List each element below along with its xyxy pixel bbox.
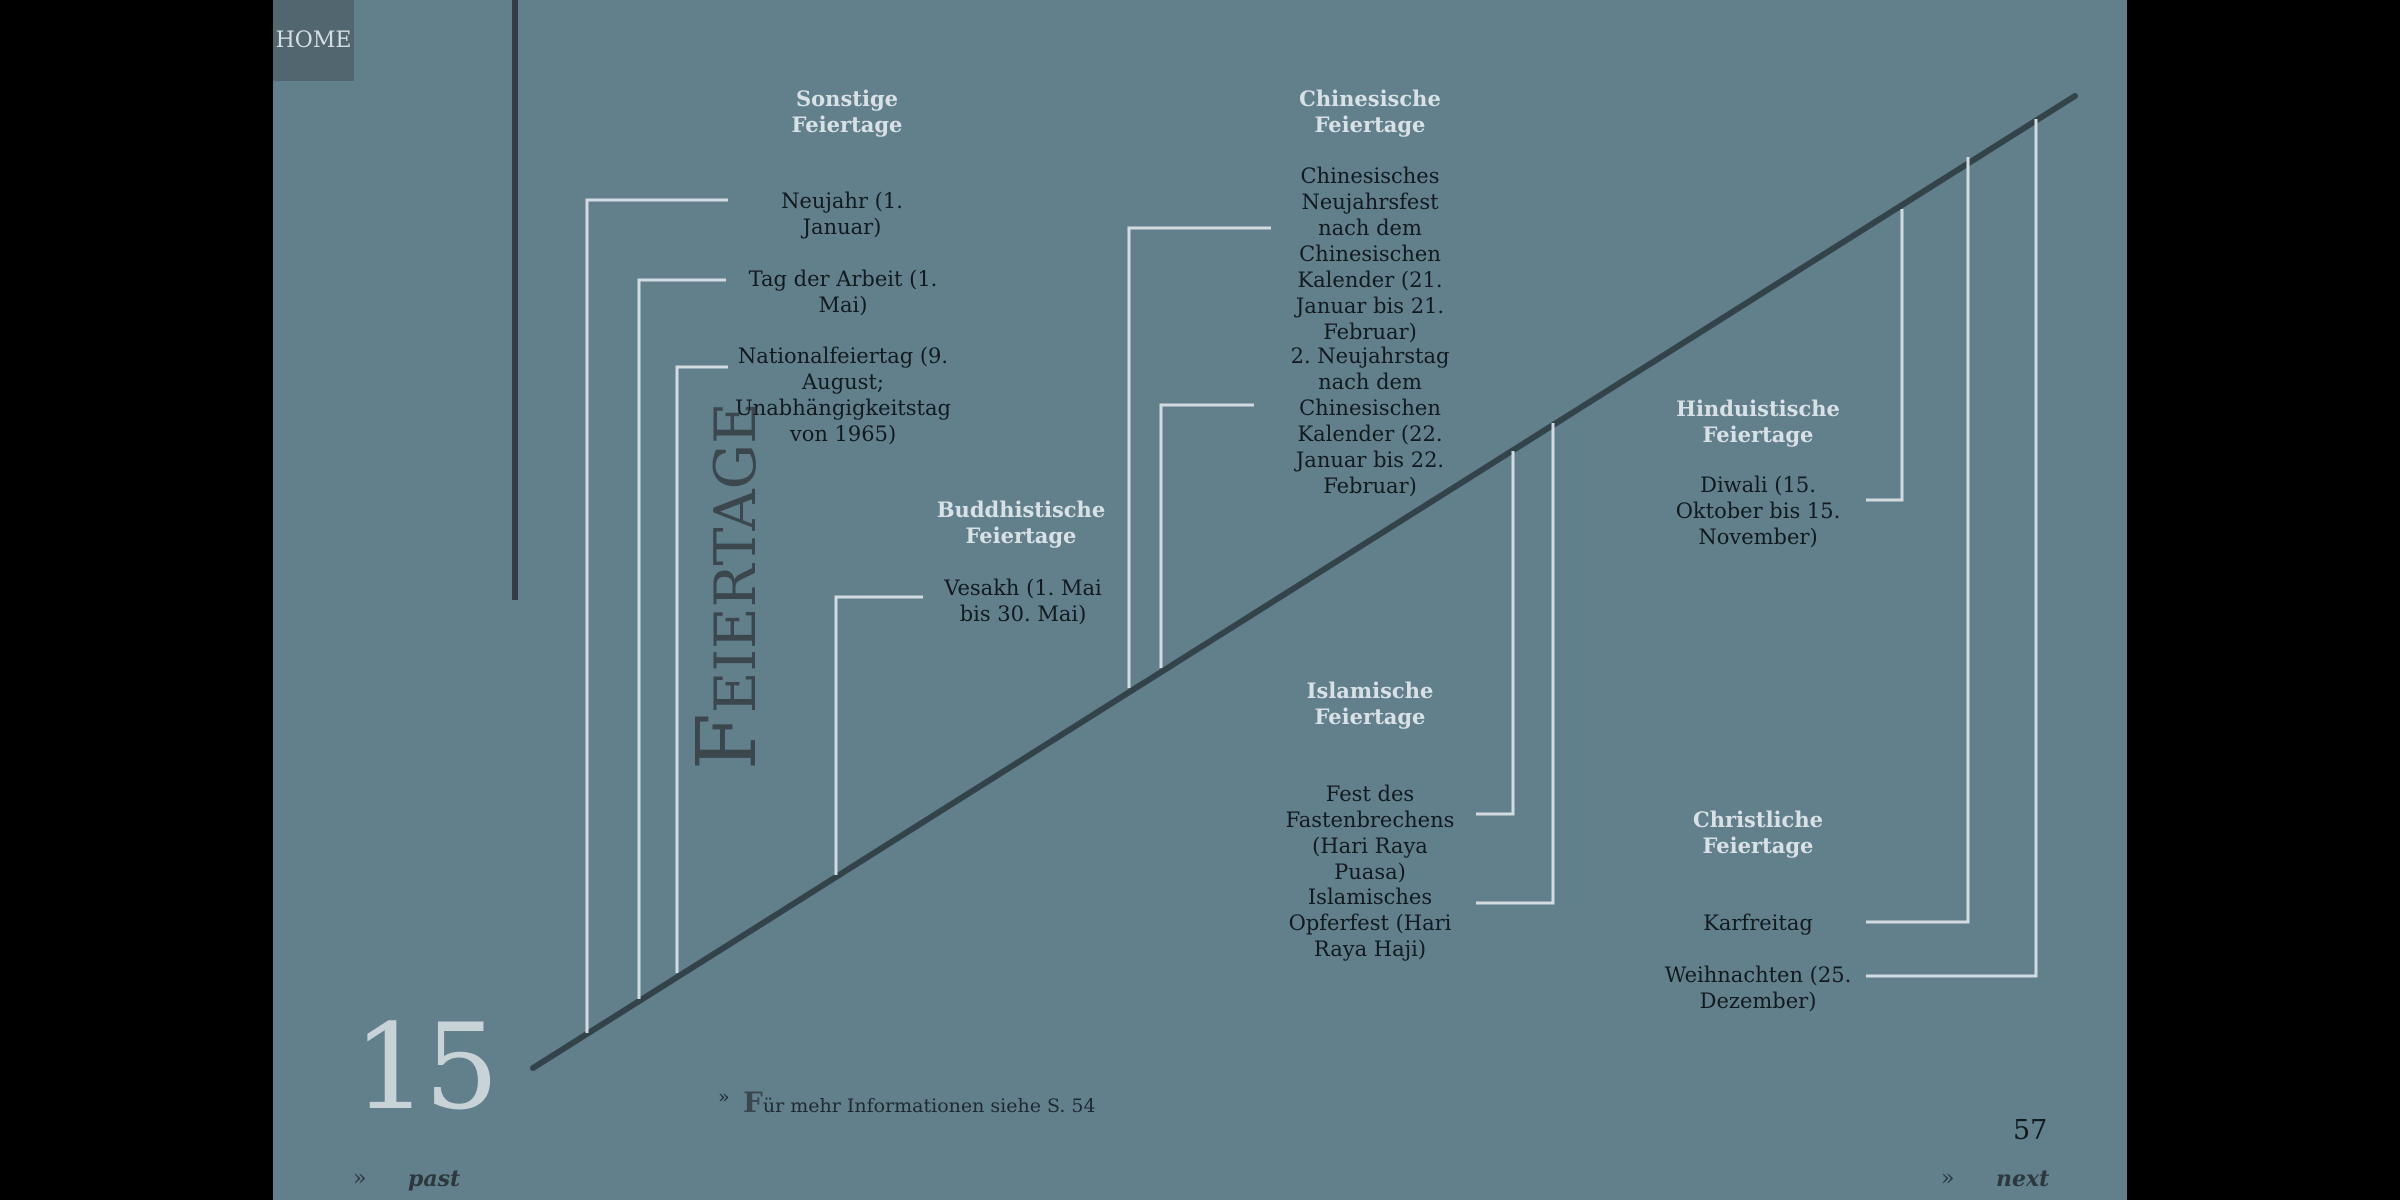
home-button[interactable]: HOME bbox=[273, 0, 354, 81]
item-nationalfeiertag: Nationalfeiertag (9. August; Unabhängigk… bbox=[735, 344, 951, 446]
title-rule bbox=[512, 0, 518, 600]
next-chevron-icon: » bbox=[1941, 1166, 1955, 1191]
heading-islamische: Islamische Feiertage bbox=[1306, 678, 1434, 729]
footnote-initial: F bbox=[743, 1086, 763, 1119]
connector-zweiter-neujahrstag bbox=[1159, 403, 1254, 668]
connector-vesakh bbox=[834, 595, 923, 875]
chapter-number: 15 bbox=[353, 998, 499, 1136]
footnote-chevron: » bbox=[718, 1086, 730, 1108]
past-link[interactable]: past bbox=[408, 1166, 461, 1192]
heading-christliche: Christliche Feiertage bbox=[1693, 807, 1823, 858]
connector-diwali bbox=[1866, 209, 1904, 502]
heading-buddhistische: Buddhistische Feiertage bbox=[936, 497, 1106, 548]
item-karfreitag: Karfreitag bbox=[1703, 911, 1813, 935]
item-tag-der-arbeit: Tag der Arbeit (1. Mai) bbox=[748, 267, 938, 317]
connector-karfreitag bbox=[1866, 157, 1970, 924]
connector-weihnachten bbox=[1866, 119, 2038, 978]
connector-nationalfeiertag bbox=[675, 365, 728, 973]
past-chevron-icon: » bbox=[353, 1166, 367, 1191]
item-chinesisches-neujahr: Chinesisches Neujahrsfest nach dem Chine… bbox=[1295, 164, 1445, 344]
item-opferfest: Islamisches Opferfest (Hari Raya Haji) bbox=[1288, 885, 1452, 961]
page-number: 57 bbox=[2013, 1115, 2048, 1146]
timeline-line bbox=[530, 93, 2078, 1071]
connector-fastenbrechen bbox=[1476, 451, 1515, 816]
connector-tag-der-arbeit bbox=[637, 278, 726, 999]
item-weihnachten: Weihnachten (25. Dezember) bbox=[1664, 963, 1852, 1013]
item-vesakh: Vesakh (1. Mai bis 30. Mai) bbox=[944, 576, 1102, 626]
heading-sonstige: Sonstige Feiertage bbox=[791, 86, 903, 137]
timeline-diagram bbox=[530, 93, 2078, 1071]
item-diwali: Diwali (15. Oktober bis 15. November) bbox=[1675, 473, 1841, 549]
next-link[interactable]: next bbox=[1996, 1166, 2050, 1192]
item-zweiter-neujahrstag: 2. Neujahrstag nach dem Chinesischen Kal… bbox=[1290, 344, 1450, 498]
connector-neujahr bbox=[585, 198, 728, 1033]
page: HOME Feiertage 15 Sonstige Feiertage Neu… bbox=[273, 0, 2127, 1200]
footnote-text: ür mehr Informationen siehe S. 54 bbox=[762, 1095, 1096, 1117]
heading-chinesische: Chinesische Feiertage bbox=[1299, 86, 1441, 137]
item-neujahr: Neujahr (1. Januar) bbox=[781, 189, 903, 239]
connector-chinesisches-neujahr bbox=[1127, 226, 1271, 688]
heading-hinduistische: Hinduistische Feiertage bbox=[1676, 396, 1840, 447]
connector-opferfest bbox=[1476, 423, 1555, 905]
item-fastenbrechen: Fest des Fastenbrechens (Hari Raya Puasa… bbox=[1285, 782, 1455, 884]
footnote: » Für mehr Informationen siehe S. 54 bbox=[718, 1086, 1096, 1119]
